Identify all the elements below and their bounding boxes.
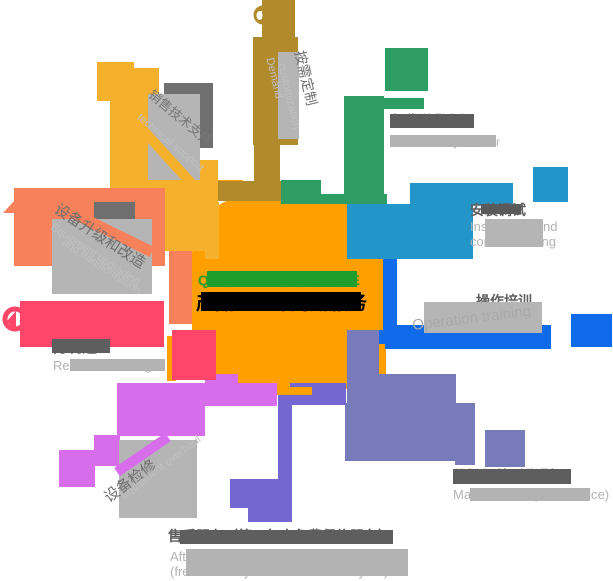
svg-text:QUALITY SINCERE SERVICE: QUALITY SINCERE SERVICE [198, 272, 360, 288]
svg-text:免费送货上门: 免费送货上门 [390, 113, 474, 129]
svg-text:产品全生命周期服务: 产品全生命周期服务 [196, 291, 368, 314]
svg-text:维护保养（收费）: 维护保养（收费） [453, 468, 565, 484]
svg-text:售后服务（第一年内免费保修服务）: 售后服务（第一年内免费保修服务） [167, 528, 392, 544]
svg-text:Free delivery to door: Free delivery to door [390, 135, 500, 149]
svg-text:再制造: 再制造 [52, 338, 97, 356]
